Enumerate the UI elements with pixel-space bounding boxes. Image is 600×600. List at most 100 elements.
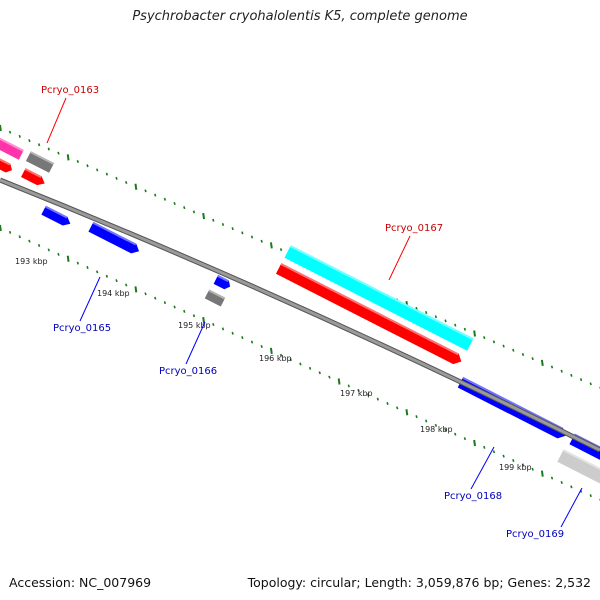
- outer-tick: [192, 210, 196, 214]
- outer-tick: [463, 327, 467, 331]
- inner-tick: [289, 358, 292, 362]
- gene-label[interactable]: Pcryo_0169: [506, 529, 564, 540]
- feature-pcryo-0167: [275, 263, 462, 365]
- outer-tick: [154, 193, 157, 197]
- outer-tick: [221, 222, 225, 226]
- outer-tick: [521, 352, 525, 356]
- outer-tick: [47, 147, 50, 151]
- genome-backbone: [0, 177, 600, 453]
- outer-tick: [473, 330, 476, 337]
- inner-tick: [37, 244, 41, 248]
- inner-tick: [347, 384, 350, 388]
- gene-leader-line: [46, 97, 67, 144]
- feature-red-small-left: [0, 157, 13, 173]
- inner-tick: [18, 235, 21, 239]
- outer-tick: [57, 151, 60, 155]
- inner-tick: [299, 362, 302, 366]
- scale-tick-label: 197 kbp: [340, 389, 373, 398]
- inner-tick: [260, 344, 263, 348]
- inner-tick: [502, 454, 505, 458]
- map-title: Psychrobacter cryohalolentis K5, complet…: [132, 9, 468, 24]
- inner-tick: [8, 230, 12, 234]
- gene-label[interactable]: Pcryo_0163: [41, 85, 99, 96]
- inner-tick: [269, 347, 273, 354]
- gene-leader-line: [388, 235, 411, 281]
- outer-tick: [144, 189, 147, 193]
- inner-tick: [221, 327, 225, 331]
- feature-gray-small: [25, 151, 55, 173]
- inner-tick: [308, 366, 312, 370]
- gene-label[interactable]: Pcryo_0168: [444, 491, 502, 502]
- inner-tick: [163, 301, 167, 305]
- outer-tick: [125, 181, 128, 185]
- outer-tick: [483, 336, 486, 340]
- inner-tick: [279, 353, 283, 357]
- outer-tick: [134, 183, 138, 190]
- inner-tick: [173, 305, 176, 309]
- inner-tick: [550, 476, 554, 480]
- outer-tick: [279, 248, 283, 252]
- scale-tick-label: 195 kbp: [178, 321, 211, 330]
- inner-tick: [86, 265, 89, 269]
- inner-tick: [241, 336, 244, 340]
- feature-magenta: [0, 136, 24, 160]
- scale-tick-label: 193 kbp: [15, 257, 48, 266]
- inner-tick: [125, 283, 128, 287]
- inner-tick: [328, 375, 331, 379]
- inner-tick: [540, 470, 544, 477]
- inner-tick: [386, 401, 389, 405]
- outer-tick: [183, 206, 186, 210]
- gene-label[interactable]: Pcryo_0165: [53, 323, 111, 334]
- outer-tick: [86, 164, 89, 168]
- inner-tick: [492, 450, 496, 454]
- inner-tick: [76, 261, 79, 265]
- inner-tick: [96, 270, 99, 274]
- gene-label[interactable]: Pcryo_0167: [385, 223, 443, 234]
- inner-tick: [415, 415, 418, 419]
- outer-tick: [269, 242, 273, 249]
- outer-tick: [415, 306, 418, 310]
- scale-tick-label: 199 kbp: [499, 463, 532, 472]
- outer-tick: [444, 319, 447, 323]
- outer-tick: [550, 365, 554, 369]
- scale-tick-label: 196 kbp: [259, 354, 292, 363]
- feature-gray-mid: [204, 289, 226, 307]
- outer-tick: [540, 359, 544, 366]
- gene-features: [0, 136, 600, 487]
- outer-tick: [105, 172, 109, 176]
- outer-tick: [173, 201, 176, 205]
- inner-tick: [192, 314, 196, 318]
- feature-cyan: [284, 245, 474, 351]
- inner-tick: [250, 340, 254, 344]
- inner-tick: [57, 252, 60, 256]
- outer-tick: [66, 154, 70, 161]
- inner-tick: [47, 248, 50, 252]
- inner-tick: [154, 296, 157, 300]
- outer-tick: [96, 168, 99, 172]
- outer-tick: [8, 130, 12, 134]
- feature-pcryo-0163: [21, 168, 45, 186]
- outer-tick: [0, 124, 2, 132]
- outer-tick: [560, 369, 563, 373]
- inner-tick: [66, 255, 70, 262]
- inner-tick: [366, 393, 370, 397]
- gene-label[interactable]: Pcryo_0166: [159, 366, 217, 377]
- outer-tick: [163, 197, 167, 201]
- inner-tick: [357, 388, 360, 392]
- inner-tick: [318, 371, 321, 375]
- accession-text: Accession: NC_007969: [9, 575, 152, 590]
- scale-tick-label: 194 kbp: [97, 289, 130, 298]
- inner-tick: [570, 485, 573, 489]
- backbone-line: [0, 178, 600, 452]
- inner-tick: [134, 286, 138, 293]
- outer-tick: [231, 227, 234, 231]
- inner-tick: [425, 419, 428, 423]
- feature-pcryo-0165: [88, 221, 140, 254]
- outer-tick: [589, 382, 592, 386]
- inner-tick: [115, 279, 118, 283]
- inner-tick: [444, 428, 447, 432]
- outer-tick: [425, 311, 428, 315]
